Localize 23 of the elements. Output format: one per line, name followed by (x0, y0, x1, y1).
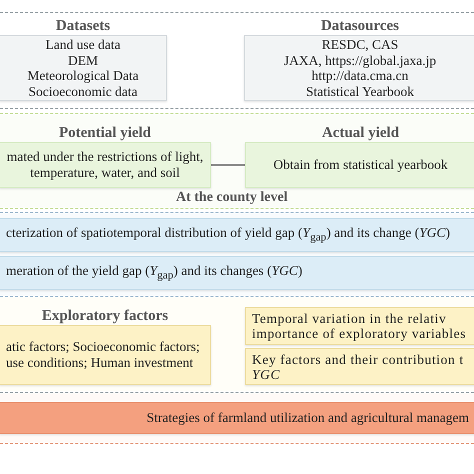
panel-text: Strategies of farmland utilization and agricultural managem (146, 410, 469, 426)
panel-text: Key factors and their contribution t YGC (252, 352, 465, 382)
panel-text: Land use data (46, 37, 120, 52)
panel-text: mated under the restrictions of light, temperature, water, and soil (6, 149, 204, 181)
panel-text: cterization of spatiotemporal distribution of yield gap (Y$_{gap}$) and its change (YGC) (6, 224, 450, 246)
panel-text: Socioeconomic data (28, 84, 138, 99)
section-heading: Exploratory factors (40, 307, 170, 325)
section-note: At the county level (176, 190, 288, 206)
section-heading: Actual yield (320, 124, 400, 142)
panel-text: Statistical Yearbook (306, 84, 414, 99)
panel-text: atic factors; Socioeconomic factors; use conditions; Human investment (6, 339, 201, 371)
panel-text: http://data.cma.cn (312, 68, 408, 84)
panel-text: Meteorological Data (27, 68, 139, 84)
connector-line (211, 164, 245, 166)
panel-text: meration of the yield gap (Y$_{gap}$) and its changes (YGC) (6, 262, 302, 284)
panel-text: RESDC, CAS (322, 37, 398, 52)
panel-text: JAXA, https://global.jaxa.jp (284, 52, 436, 68)
section-heading: Datasets (54, 17, 112, 35)
panel-text: Temporal variation in the relativ importance of exploratory variables (252, 311, 468, 341)
panel-text: DEM (68, 52, 98, 68)
panel-text: Obtain from statistical yearbook (273, 157, 448, 173)
section-heading: Potential yield (58, 124, 152, 142)
section-heading: Datasources (320, 17, 400, 35)
